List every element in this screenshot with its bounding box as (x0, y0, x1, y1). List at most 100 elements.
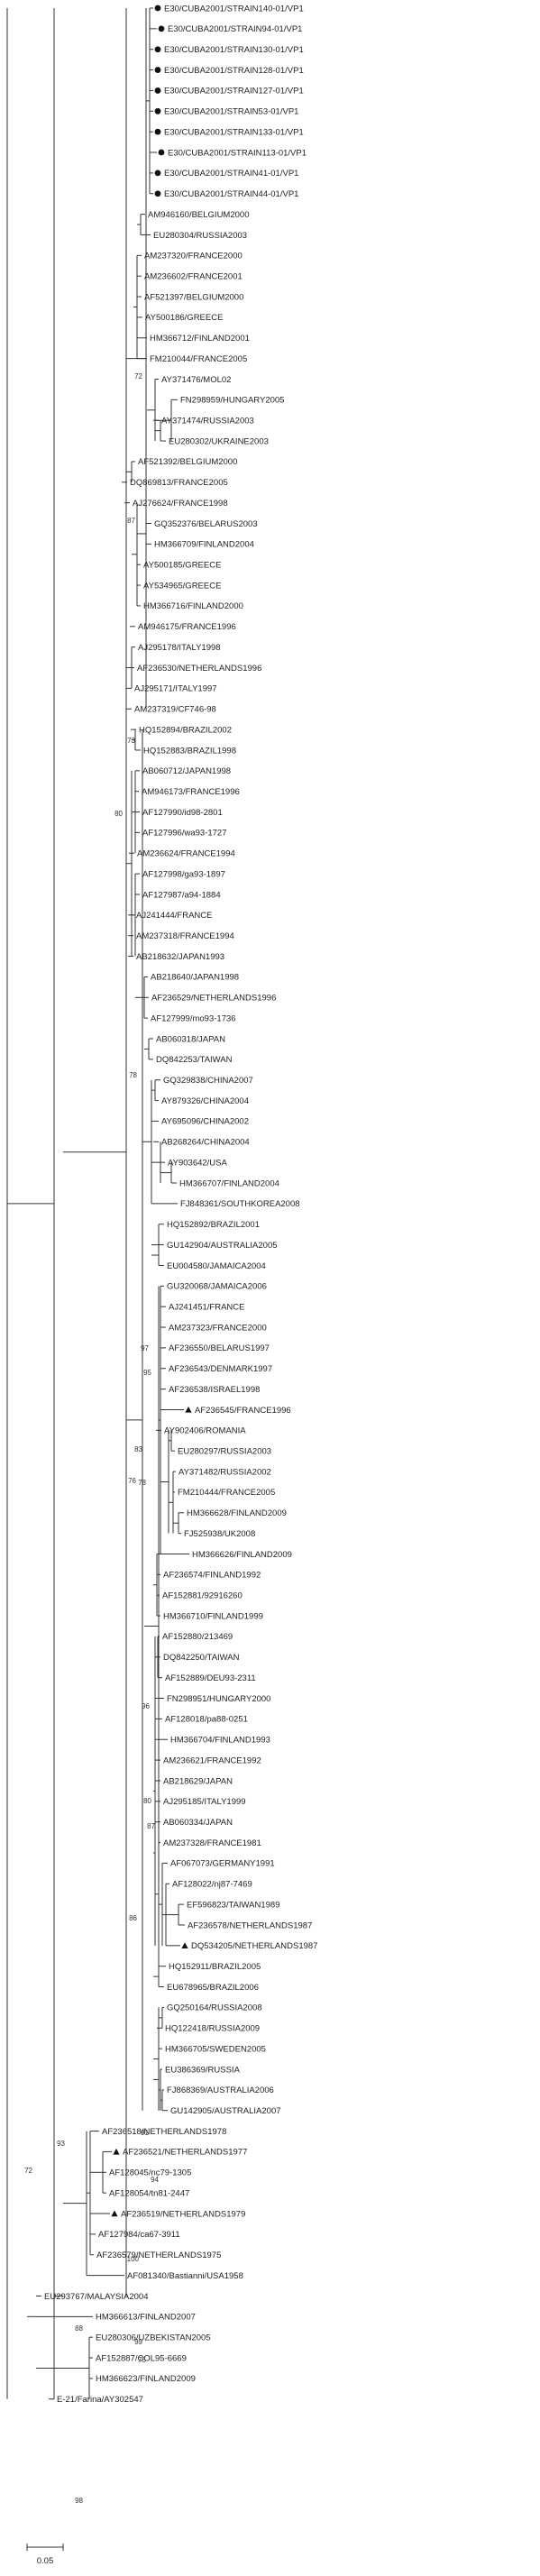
filled-circle-marker (154, 87, 161, 94)
bootstrap-value: 100 (127, 2255, 140, 2263)
leaf-label: EU280297/RUSSIA2003 (178, 1447, 271, 1457)
leaf-label: EU678965/BRAZIL2006 (167, 1983, 259, 1993)
leaf-label: E30/CUBA2001/STRAIN53-01/VP1 (164, 107, 298, 117)
leaf-label: EF596823/TAIWAN1989 (187, 1900, 280, 1910)
leaf-label: AM236624/FRANCE1994 (137, 849, 235, 859)
bootstrap-value: 99 (134, 2338, 142, 2346)
bootstrap-value: 80 (143, 1797, 151, 1805)
leaf-label: E-21/Farina/AY302547 (57, 2395, 143, 2405)
bootstrap-value: 94 (151, 2176, 159, 2184)
leaf-label: HM366623/FINLAND2009 (96, 2374, 196, 2384)
leaf-label: AF127987/a94-1884 (142, 890, 221, 900)
leaf-label: HM366705/SWEDEN2005 (165, 2044, 266, 2054)
leaf-label: AF236550/BELARUS1997 (169, 1343, 270, 1353)
leaf-label: E30/CUBA2001/STRAIN140-01/VP1 (164, 4, 304, 14)
leaf-label: HQ152883/BRAZIL1998 (143, 746, 236, 756)
leaf-label: AM946160/BELGIUM2000 (148, 210, 249, 220)
bootstrap-value: 75 (138, 2356, 146, 2364)
filled-triangle-marker (113, 2148, 120, 2155)
leaf-label: AY879326/CHINA2004 (161, 1096, 249, 1106)
leaf-label: AF127996/wa93-1727 (142, 829, 227, 839)
leaf-label: FM210444/FRANCE2005 (178, 1488, 275, 1498)
leaf-label: HM366712/FINLAND2001 (150, 334, 250, 344)
leaf-label: HM366710/FINLAND1999 (163, 1611, 263, 1621)
leaf-label: GQ352376/BELARUS2003 (154, 519, 258, 529)
leaf-label: AB218640/JAPAN1998 (151, 973, 239, 983)
leaf-label: AM946175/FRANCE1996 (138, 622, 236, 632)
filled-circle-marker (158, 149, 165, 156)
filled-triangle-marker (181, 1942, 188, 1949)
bootstrap-value: 76 (128, 1477, 136, 1485)
leaf-label: AY902406/ROMANIA (164, 1426, 246, 1436)
leaf-label: FJ525938/UK2008 (184, 1529, 255, 1539)
filled-circle-marker (154, 46, 161, 53)
leaf-label: AF236529/NETHERLANDS1996 (151, 994, 276, 1004)
leaf-label: AB060318/JAPAN (156, 1034, 225, 1044)
leaf-label: AJ241451/FRANCE (169, 1302, 244, 1312)
leaf-label: HQ122418/RUSSIA2009 (165, 2024, 260, 2034)
leaf-label: AF128018/pa88-0251 (165, 1715, 248, 1725)
bootstrap-value: 97 (141, 1344, 149, 1352)
filled-triangle-marker (111, 2210, 118, 2217)
leaf-label: FM210044/FRANCE2005 (150, 354, 247, 364)
leaf-label: AM946173/FRANCE1996 (142, 787, 240, 797)
bootstrap-value: 78 (138, 1479, 146, 1487)
filled-circle-marker (154, 5, 161, 12)
leaf-label: E30/CUBA2001/STRAIN44-01/VP1 (164, 189, 298, 199)
bootstrap-value: 91 (141, 2129, 149, 2137)
leaf-label: AF128054/tn81-2447 (109, 2188, 189, 2198)
leaf-label: E30/CUBA2001/STRAIN113-01/VP1 (168, 148, 307, 158)
leaf-label: E30/CUBA2001/STRAIN41-01/VP1 (164, 169, 298, 179)
bootstrap-value: 73 (127, 737, 135, 745)
leaf-label: EU386369/RUSSIA (165, 2065, 241, 2075)
leaf-label: AF236578/NETHERLANDS1987 (188, 1921, 312, 1930)
leaf-label: HQ152911/BRAZIL2005 (169, 1962, 261, 1972)
leaf-label: GQ250164/RUSSIA2008 (167, 2003, 262, 2013)
leaf-label: HM366628/FINLAND2009 (187, 1508, 287, 1518)
bootstrap-value: 86 (129, 1914, 137, 1922)
leaf-label: HQ152892/BRAZIL2001 (167, 1220, 260, 1230)
leaf-label: AF236519/NETHERLANDS1979 (121, 2209, 245, 2219)
bootstrap-value: 87 (127, 517, 135, 525)
bootstrap-value: 83 (134, 1445, 142, 1453)
leaf-label: GQ329838/CHINA2007 (163, 1076, 253, 1086)
leaf-label: AF152887/COL95-6669 (96, 2353, 187, 2363)
leaf-label: AJ295171/ITALY1997 (134, 684, 217, 694)
leaf-label: E30/CUBA2001/STRAIN128-01/VP1 (164, 66, 304, 76)
bootstrap-value: 72 (24, 2167, 32, 2175)
leaf-label: AF236545/FRANCE1996 (195, 1406, 291, 1416)
leaf-label: AB060712/JAPAN1998 (142, 766, 231, 776)
leaf-label: E30/CUBA2001/STRAIN94-01/VP1 (168, 24, 302, 34)
leaf-label: AY500186/GREECE (145, 313, 223, 323)
bootstrap-value: 88 (75, 2324, 83, 2333)
leaf-label: AF152889/DEU93-2311 (165, 1673, 256, 1683)
leaf-markers (111, 5, 192, 2217)
leaf-label: AY371482/RUSSIA2002 (178, 1467, 271, 1477)
bootstrap-value: 72 (134, 372, 142, 380)
leaf-label: E30/CUBA2001/STRAIN133-01/VP1 (164, 127, 304, 137)
leaf-label: E30/CUBA2001/STRAIN130-01/VP1 (164, 45, 304, 55)
leaf-label: E30/CUBA2001/STRAIN127-01/VP1 (164, 87, 304, 96)
leaf-label: HM366613/FINLAND2007 (96, 2313, 196, 2323)
leaf-label: AY903642/USA (168, 1158, 228, 1168)
leaf-label: HQ152894/BRAZIL2002 (139, 725, 232, 735)
leaf-label: GU142904/AUSTRALIA2005 (167, 1241, 278, 1251)
leaf-label: AJ295185/ITALY1999 (163, 1797, 246, 1807)
leaf-label: AB218632/JAPAN1993 (136, 952, 224, 962)
leaf-label: EU280304/RUSSIA2003 (153, 231, 247, 241)
leaf-label: AY371474/RUSSIA2003 (161, 417, 254, 426)
leaf-label: AF236530/NETHERLANDS1996 (137, 664, 261, 674)
leaf-label: AF236538/ISRAEL1998 (169, 1385, 260, 1395)
leaf-label: AB268264/CHINA2004 (161, 1138, 250, 1148)
leaf-label: AB060334/JAPAN (163, 1818, 233, 1828)
leaf-label: GU142905/AUSTRALIA2007 (170, 2106, 281, 2116)
tree-branches (6, 7, 189, 2400)
leaf-label: AF127984/ca67-3911 (98, 2230, 180, 2240)
leaf-label: AB218629/JAPAN (163, 1776, 233, 1786)
leaf-label: DQ534205/NETHERLANDS1987 (191, 1941, 317, 1951)
bootstrap-value: 80 (114, 810, 123, 818)
filled-circle-marker (154, 107, 161, 115)
leaf-label: AF067073/GERMANY1991 (170, 1859, 275, 1869)
leaf-label: HM366704/FINLAND1993 (170, 1736, 270, 1746)
